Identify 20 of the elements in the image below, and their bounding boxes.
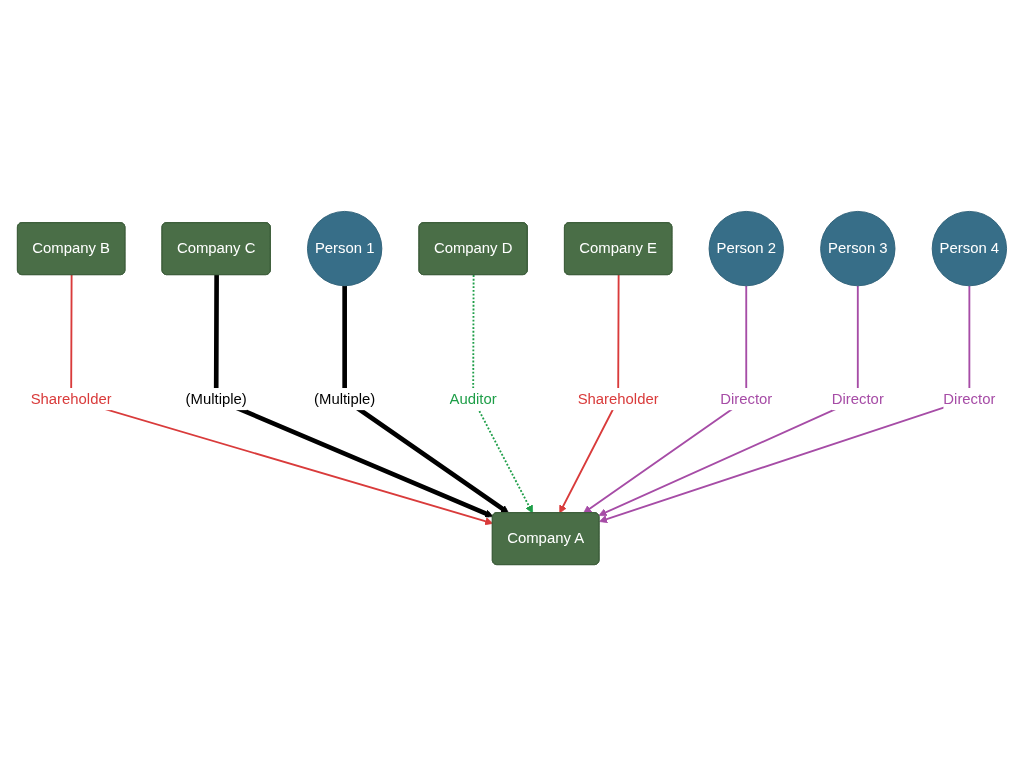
- arrow: [70, 274, 494, 526]
- arrow: [598, 284, 859, 517]
- arrow: [583, 284, 748, 514]
- edge-label: Shareholder: [30, 390, 112, 407]
- node-circle: Person 2: [708, 210, 784, 287]
- arrow: [213, 275, 494, 518]
- edge-label: Director: [720, 390, 773, 407]
- edge-label: (Multiple): [185, 390, 247, 407]
- edge-label: Auditor: [449, 390, 497, 407]
- node-circle: Person 4: [931, 210, 1008, 287]
- node-circle: Person 1: [307, 210, 383, 287]
- node-circle: Person 3: [820, 210, 896, 287]
- arrow: [342, 285, 509, 514]
- arrow: [472, 274, 533, 514]
- edge-label: Shareholder: [577, 390, 659, 407]
- edge-label: Director: [943, 390, 996, 407]
- arrow: [599, 284, 971, 524]
- edge-label: (Multiple): [314, 390, 376, 407]
- arrow: [559, 274, 620, 514]
- edge-label: Director: [831, 390, 884, 407]
